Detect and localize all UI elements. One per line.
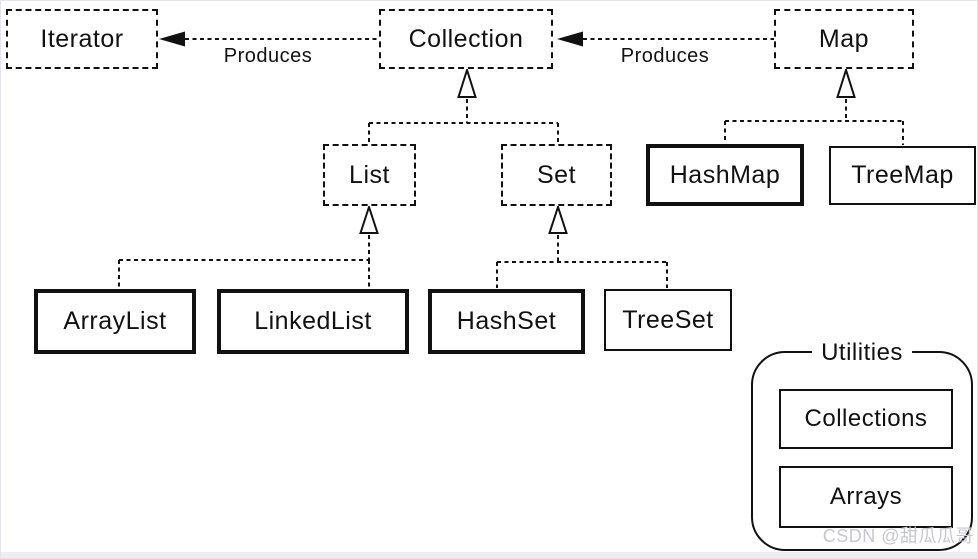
node-list: List [323, 144, 416, 206]
utilities-group-title: Utilities [812, 339, 912, 367]
hollow-triangle-icon [359, 203, 379, 234]
node-arraylist: ArrayList [34, 289, 196, 354]
watermark: CSDN @甜瓜瓜哥 [822, 526, 974, 546]
produces-label-right: Produces [620, 45, 710, 67]
node-set: Set [501, 144, 612, 206]
node-hashset: HashSet [428, 289, 585, 354]
node-hashmap: HashMap [646, 144, 804, 206]
map-inheritance-connector [724, 66, 904, 145]
node-collection: Collection [379, 9, 553, 69]
node-treeset: TreeSet [604, 289, 732, 351]
node-collections: Collections [779, 389, 953, 449]
list-inheritance-connector [118, 203, 379, 288]
bottom-edge-strip [1, 552, 977, 558]
set-inheritance-connector [496, 203, 668, 288]
produces-label-left: Produces [223, 45, 313, 67]
utilities-group: Utilities Collections Arrays [751, 339, 973, 551]
node-iterator: Iterator [6, 9, 158, 69]
collection-inheritance-connector [368, 66, 559, 143]
hollow-triangle-icon [548, 203, 568, 234]
produces-arrow-left [159, 31, 379, 47]
node-treemap: TreeMap [829, 146, 976, 205]
produces-arrow-right [557, 31, 774, 47]
hollow-triangle-icon [457, 66, 477, 98]
node-arrays: Arrays [779, 466, 953, 528]
hollow-triangle-icon [836, 66, 856, 98]
node-map: Map [774, 9, 914, 69]
node-linkedlist: LinkedList [217, 289, 409, 354]
